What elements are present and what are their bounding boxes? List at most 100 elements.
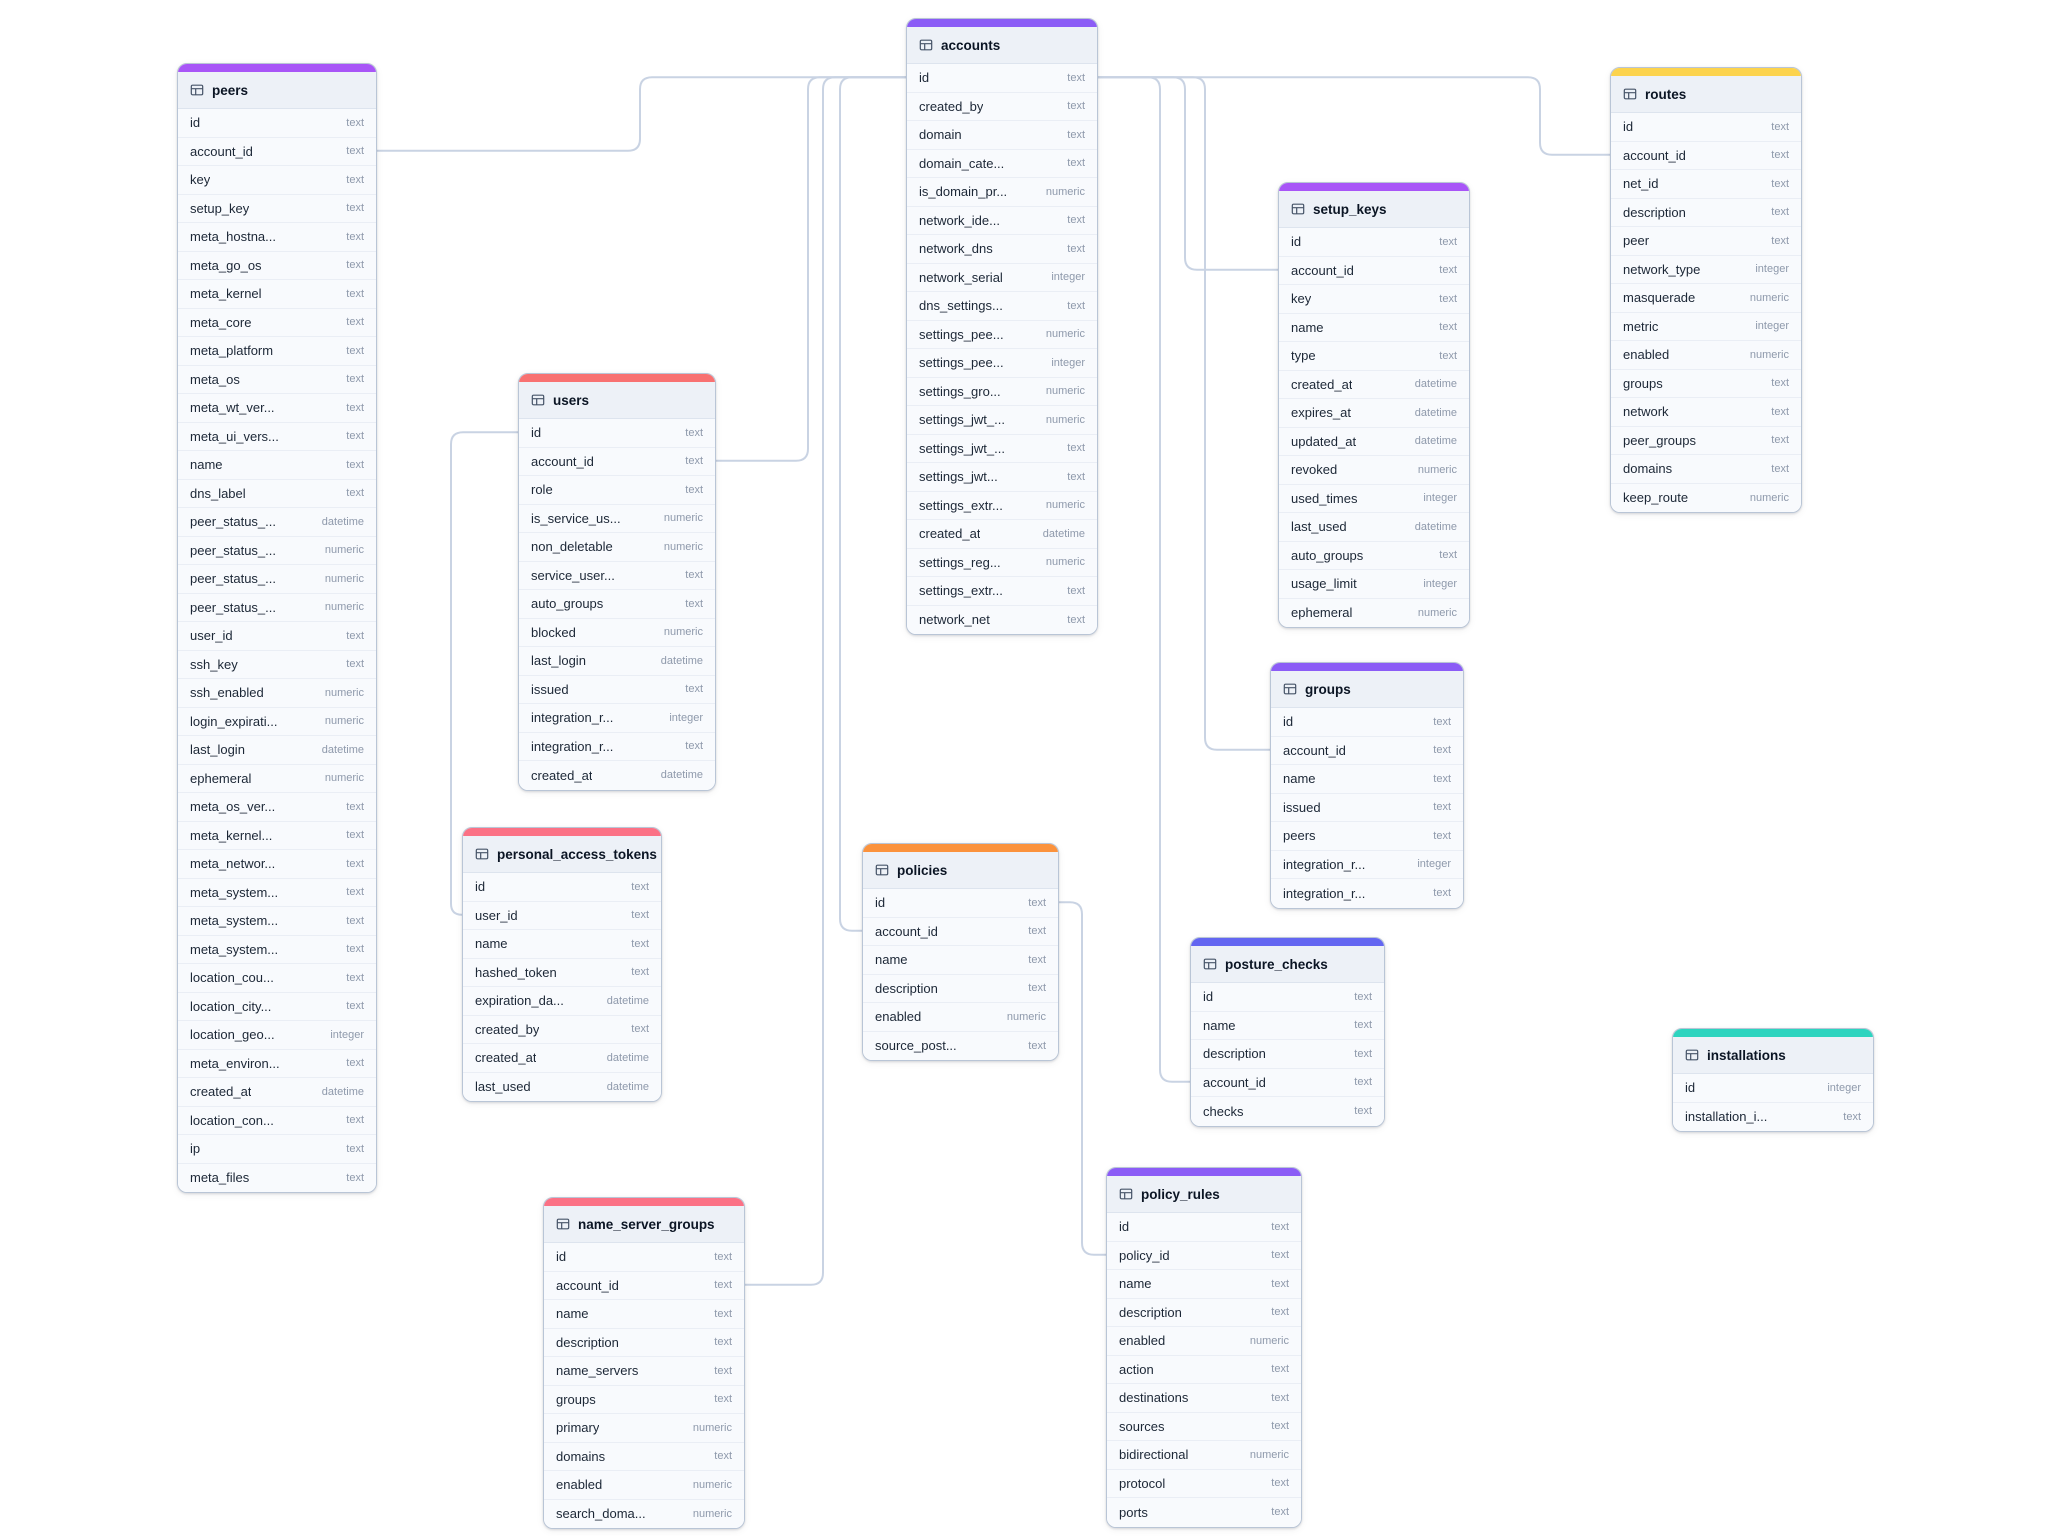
- table-header[interactable]: peers: [178, 72, 376, 109]
- field-name: id: [1283, 714, 1294, 730]
- field-name: created_at: [919, 526, 981, 542]
- field-type: numeric: [1749, 491, 1789, 504]
- field-row: account_id text: [863, 917, 1058, 946]
- field-row: created_by text: [907, 92, 1097, 121]
- field-type: text: [346, 230, 364, 243]
- field-type: text: [346, 829, 364, 842]
- table-header[interactable]: setup_keys: [1279, 191, 1469, 228]
- field-name: meta_kernel: [190, 286, 262, 302]
- field-row: meta_networ... text: [178, 850, 376, 879]
- field-type: numeric: [324, 715, 364, 728]
- field-row: user_id text: [463, 901, 661, 930]
- field-name: id: [531, 425, 542, 441]
- field-type: text: [1354, 1019, 1372, 1032]
- table-node-peers[interactable]: peers id text account_id text key text s…: [177, 63, 377, 1193]
- table-color-strip: [1279, 183, 1469, 191]
- field-type: text: [1067, 100, 1085, 113]
- field-type: text: [346, 658, 364, 671]
- field-row: meta_kernel... text: [178, 821, 376, 850]
- field-name: peer_status_...: [190, 571, 276, 587]
- table-header[interactable]: installations: [1673, 1037, 1873, 1074]
- table-header[interactable]: policies: [863, 852, 1058, 889]
- field-row: id text: [1191, 983, 1384, 1012]
- table-node-policy_rules[interactable]: policy_rules id text policy_id text name…: [1106, 1167, 1302, 1528]
- field-name: account_id: [1623, 147, 1686, 163]
- table-header[interactable]: accounts: [907, 27, 1097, 64]
- field-row: integration_r... text: [1271, 879, 1463, 908]
- field-type: datetime: [1042, 527, 1085, 540]
- field-row: meta_ui_vers... text: [178, 422, 376, 451]
- field-name: updated_at: [1291, 433, 1357, 449]
- field-row: location_geo... integer: [178, 1021, 376, 1050]
- field-row: domains text: [1611, 455, 1801, 484]
- table-header[interactable]: routes: [1611, 76, 1801, 113]
- field-name: description: [875, 980, 938, 996]
- field-row: type text: [1279, 342, 1469, 371]
- field-row: meta_os_ver... text: [178, 793, 376, 822]
- table-node-posture_checks[interactable]: posture_checks id text name text descrip…: [1190, 937, 1385, 1127]
- table-header[interactable]: posture_checks: [1191, 946, 1384, 983]
- field-row: created_at datetime: [907, 520, 1097, 549]
- field-name: network_ide...: [919, 212, 1000, 228]
- field-row: bidirectional numeric: [1107, 1441, 1301, 1470]
- field-name: keep_route: [1623, 490, 1689, 506]
- table-header[interactable]: name_server_groups: [544, 1206, 744, 1243]
- field-type: text: [1028, 925, 1046, 938]
- field-name: id: [1203, 989, 1214, 1005]
- field-type: text: [1067, 299, 1085, 312]
- table-node-name_server_groups[interactable]: name_server_groups id text account_id te…: [543, 1197, 745, 1529]
- field-name: id: [919, 70, 930, 86]
- table-node-policies[interactable]: policies id text account_id text name te…: [862, 843, 1059, 1061]
- field-name: source_post...: [875, 1038, 957, 1054]
- table-header[interactable]: personal_access_tokens: [463, 836, 661, 873]
- field-row: account_id text: [1271, 736, 1463, 765]
- field-name: ip: [190, 1141, 201, 1157]
- table-node-groups[interactable]: groups id text account_id text name text…: [1270, 662, 1464, 909]
- field-name: domain: [919, 127, 962, 143]
- field-row: account_id text: [1279, 256, 1469, 285]
- table-header[interactable]: groups: [1271, 671, 1463, 708]
- field-row: auto_groups text: [519, 590, 715, 619]
- field-row: ephemeral numeric: [1279, 598, 1469, 627]
- field-type: numeric: [1045, 328, 1085, 341]
- field-name: created_at: [531, 767, 593, 783]
- table-node-routes[interactable]: routes id text account_id text net_id te…: [1610, 67, 1802, 513]
- field-name: name: [1203, 1017, 1236, 1033]
- table-node-users[interactable]: users id text account_id text role text …: [518, 373, 716, 791]
- field-row: settings_jwt... text: [907, 463, 1097, 492]
- field-type: text: [1433, 887, 1451, 900]
- field-name: created_by: [475, 1021, 540, 1037]
- field-name: enabled: [1623, 347, 1670, 363]
- table-node-personal_access_tokens[interactable]: personal_access_tokens id text user_id t…: [462, 827, 662, 1102]
- field-row: id text: [1279, 228, 1469, 257]
- table-node-installations[interactable]: installations id integer installation_i.…: [1672, 1028, 1874, 1132]
- table-header[interactable]: users: [519, 382, 715, 419]
- field-type: text: [714, 1336, 732, 1349]
- field-type: numeric: [663, 626, 703, 639]
- field-type: text: [346, 943, 364, 956]
- field-name: settings_jwt_...: [919, 440, 1005, 456]
- field-name: id: [1291, 234, 1302, 250]
- field-type: text: [631, 1023, 649, 1036]
- field-row: domain_cate... text: [907, 149, 1097, 178]
- field-type: text: [1354, 1047, 1372, 1060]
- table-node-setup_keys[interactable]: setup_keys id text account_id text key t…: [1278, 182, 1470, 628]
- table-header[interactable]: policy_rules: [1107, 1176, 1301, 1213]
- field-name: meta_ui_vers...: [190, 428, 279, 444]
- table-color-strip: [907, 19, 1097, 27]
- table-node-accounts[interactable]: accounts id text created_by text domain …: [906, 18, 1098, 635]
- field-row: domain text: [907, 121, 1097, 150]
- field-row: groups text: [544, 1385, 744, 1414]
- field-row: peer_groups text: [1611, 426, 1801, 455]
- field-row: meta_system... text: [178, 907, 376, 936]
- field-row: description text: [1107, 1298, 1301, 1327]
- field-type: text: [1771, 120, 1789, 133]
- field-name: last_login: [190, 742, 245, 758]
- field-type: text: [1271, 1363, 1289, 1376]
- table-field-list: id text account_id text name text descri…: [863, 889, 1058, 1060]
- table-name: accounts: [941, 37, 1001, 53]
- field-row: expiration_da... datetime: [463, 987, 661, 1016]
- field-name: peers: [1283, 828, 1316, 844]
- table-name: peers: [212, 82, 249, 98]
